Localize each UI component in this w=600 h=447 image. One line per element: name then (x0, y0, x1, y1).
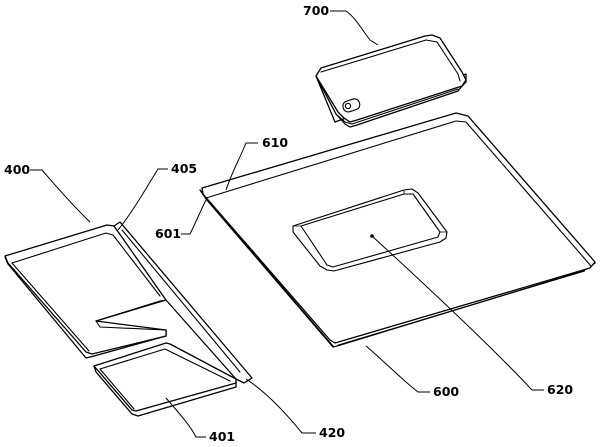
camera-cutout-icon (342, 98, 361, 113)
label-420: 420 (319, 425, 345, 440)
leader-lines (30, 10, 544, 438)
label-700: 700 (303, 3, 329, 18)
phone-case-700 (315, 34, 467, 128)
label-620: 620 (547, 382, 573, 397)
reference-labels: 700 610 400 405 601 600 620 401 420 (4, 3, 573, 444)
base-plate-600 (199, 112, 596, 348)
lower-piece-401 (93, 342, 237, 417)
label-400: 400 (4, 162, 30, 177)
label-600: 600 (433, 384, 459, 399)
label-601: 601 (155, 226, 181, 241)
label-401: 401 (209, 429, 235, 444)
track-420 (113, 221, 253, 384)
label-405: 405 (171, 161, 197, 176)
label-610: 610 (262, 135, 288, 150)
sliding-panel-400 (4, 224, 167, 359)
